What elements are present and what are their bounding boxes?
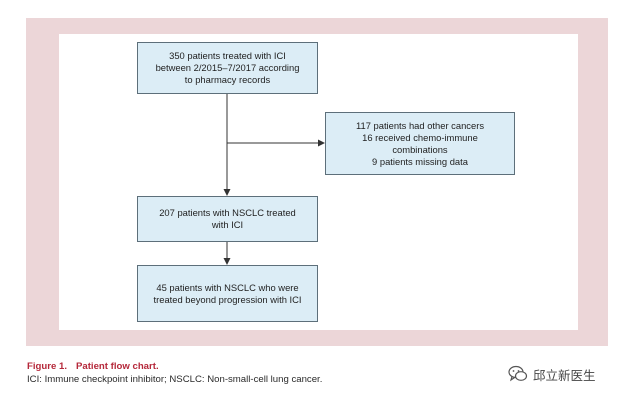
flow-box-line: 9 patients missing data	[372, 155, 468, 167]
caption-title-line: Figure 1. Patient flow chart.	[27, 360, 322, 373]
flow-box-line: treated beyond progression with ICI	[153, 293, 302, 305]
watermark-text: 邱立新医生	[533, 368, 596, 383]
flow-box-line: to pharmacy records	[184, 74, 271, 85]
watermark: 邱立新医生	[508, 364, 596, 384]
flow-box-line: 207 patients with NSCLC treated	[159, 207, 296, 218]
flow-box-line: 45 patients with NSCLC who were	[156, 281, 299, 293]
flow-box-all-patients: 350 patients treated with ICI between 2/…	[137, 42, 318, 94]
flow-box-line: 117 patients had other cancers	[355, 119, 485, 131]
flow-box-line: between 2/2015–7/2017 according	[155, 62, 300, 73]
flow-box-beyond-progression: 45 patients with NSCLC who were treated …	[137, 265, 318, 322]
flow-box-line: 16 received chemo-immune	[362, 131, 478, 143]
flow-box-line: with ICI	[211, 219, 244, 230]
flow-box-line: 350 patients treated with ICI	[169, 50, 286, 61]
caption-title: Patient flow chart.	[75, 361, 159, 372]
figure-number: Figure 1.	[27, 361, 67, 372]
figure-caption: Figure 1. Patient flow chart. ICI: Immune…	[27, 360, 322, 386]
flow-box-excluded: 117 patients had other cancers 16 receiv…	[325, 112, 515, 175]
wechat-icon	[508, 365, 528, 382]
flow-box-nsclc: 207 patients with NSCLC treated with ICI	[137, 196, 318, 242]
caption-note: ICI: Immune checkpoint inhibitor; NSCLC:…	[27, 374, 323, 385]
flow-box-line: combinations	[392, 143, 448, 155]
